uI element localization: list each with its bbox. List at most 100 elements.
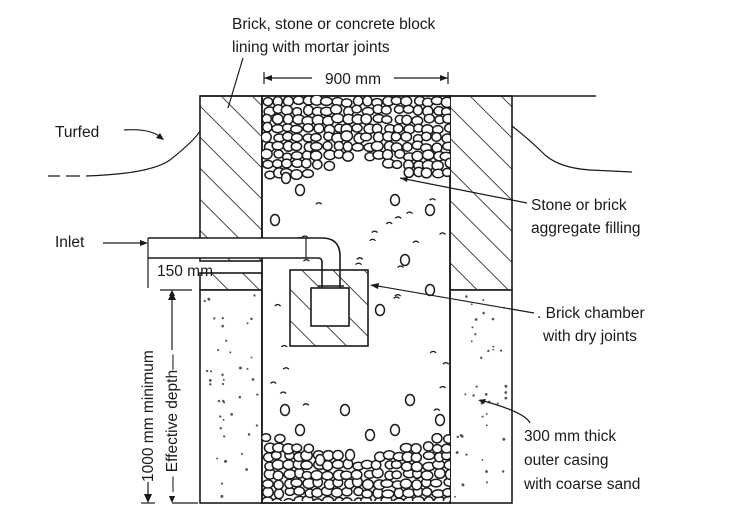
aggregate-stone xyxy=(433,467,446,480)
sand-speck xyxy=(220,482,224,485)
aggregate-fragment xyxy=(442,362,450,365)
aggregate-stone xyxy=(393,487,405,499)
aggregate-stone xyxy=(271,113,284,125)
aggregate-stone xyxy=(442,113,450,124)
aggregate-stone xyxy=(399,253,411,267)
aggregate-stone xyxy=(282,113,294,125)
aggregate-stone xyxy=(411,479,423,491)
aggregate-fragment xyxy=(301,235,309,238)
sand-speck xyxy=(246,368,249,371)
aggregate-fragment xyxy=(394,293,402,297)
aggregate-stone xyxy=(331,449,344,461)
aggregate-stone xyxy=(399,478,413,490)
sand-speck xyxy=(245,468,248,471)
turfed-label: Turfed xyxy=(55,124,164,141)
aggregate-stone xyxy=(399,442,413,453)
sand-speck xyxy=(471,326,474,329)
aggregate-stone xyxy=(440,443,450,454)
sand-speck xyxy=(464,393,467,396)
aggregate-fragment xyxy=(385,221,393,225)
aggregate-stone xyxy=(273,488,285,500)
aggregate-stone xyxy=(279,403,291,417)
aggregate-stone xyxy=(272,470,284,481)
sand-speck xyxy=(221,317,224,320)
aggregate-stone xyxy=(403,166,415,179)
aggregate-fragment xyxy=(369,238,377,242)
aggregate-stone xyxy=(392,123,404,134)
aggregate-stone xyxy=(442,487,450,498)
sand-speck xyxy=(203,299,206,303)
casing-label-line3: with coarse sand xyxy=(523,476,640,493)
aggregate-stone xyxy=(344,448,356,462)
aggregate-fragment xyxy=(282,367,290,370)
filling-label-line1: Stone or brick xyxy=(531,197,627,214)
aggregate-stone xyxy=(442,141,450,151)
chamber-label-line2: with dry joints xyxy=(542,328,637,345)
lining-label-line1: Brick, stone or concrete block xyxy=(232,16,436,33)
turf-slope-left xyxy=(48,130,201,177)
aggregate-stone xyxy=(380,478,394,489)
aggregate-stone xyxy=(262,479,274,489)
sand-speck xyxy=(250,356,253,359)
aggregate-stone xyxy=(424,203,436,217)
width-dimension-label: 900 mm xyxy=(325,71,381,88)
aggregate-stone xyxy=(321,495,335,501)
aggregate-stone xyxy=(290,141,303,152)
effective-depth-label: — Effective depth— xyxy=(164,354,181,492)
lining-wall-right xyxy=(449,95,513,291)
aggregate-fragment xyxy=(280,344,288,348)
aggregate-stone xyxy=(420,470,434,481)
aggregate-stone xyxy=(312,497,323,501)
aggregate-stone xyxy=(339,470,353,481)
sand-speck xyxy=(499,349,503,352)
sand-speck xyxy=(491,317,495,321)
sand-speck xyxy=(481,458,484,461)
aggregate-stone xyxy=(301,168,315,179)
aggregate-stone xyxy=(340,98,353,108)
aggregate-stone xyxy=(370,140,384,152)
aggregate-stone xyxy=(280,171,292,185)
inlet-label-text: Inlet xyxy=(55,234,85,251)
aggregate-fragment xyxy=(303,259,310,262)
aggregate-stone xyxy=(302,122,314,133)
aggregate-stone xyxy=(331,112,345,124)
sand-speck xyxy=(225,339,228,342)
aggregate-fragment xyxy=(315,202,323,205)
aggregate-stone xyxy=(314,453,326,467)
aggregate-stone xyxy=(290,478,303,488)
aggregate-stone xyxy=(283,497,294,501)
sand-speck xyxy=(238,366,242,370)
aggregate-stone xyxy=(390,459,403,470)
sand-speck xyxy=(246,322,249,325)
aggregate-stone xyxy=(274,433,286,444)
aggregate-stone xyxy=(283,468,297,480)
sand-speck xyxy=(481,415,484,418)
inlet-offset-label: 150 mm xyxy=(157,263,213,280)
sand-speck xyxy=(217,399,221,403)
aggregate-stone xyxy=(421,487,433,498)
sand-speck xyxy=(485,424,488,427)
sand-speck xyxy=(461,483,465,487)
casing-label-line2: outer casing xyxy=(524,452,608,469)
aggregate-stone xyxy=(262,121,273,133)
sand-speck xyxy=(504,396,508,400)
aggregate-stone xyxy=(404,393,416,407)
sand-speck xyxy=(256,393,259,396)
aggregate-stone xyxy=(282,459,295,471)
sand-speck xyxy=(230,413,234,416)
aggregate-stone xyxy=(271,158,284,169)
total-depth-label: 1000 mm minimum xyxy=(140,350,157,482)
sand-casing-left xyxy=(199,289,263,504)
aggregate-stone xyxy=(321,470,334,481)
aggregate-stone xyxy=(351,123,363,133)
aggregate-stone xyxy=(294,423,306,437)
sand-speck xyxy=(474,333,477,336)
chamber-label: . Brick chamber with dry joints xyxy=(370,283,645,345)
aggregate-stone xyxy=(294,183,306,197)
aggregate-stone xyxy=(289,124,304,134)
aggregate-stone xyxy=(359,132,373,142)
sand-speck xyxy=(501,470,505,473)
aggregate-stone xyxy=(391,159,403,170)
aggregate-stone xyxy=(313,123,325,134)
casing-label: 300 mm thick outer casing with coarse sa… xyxy=(478,399,640,493)
